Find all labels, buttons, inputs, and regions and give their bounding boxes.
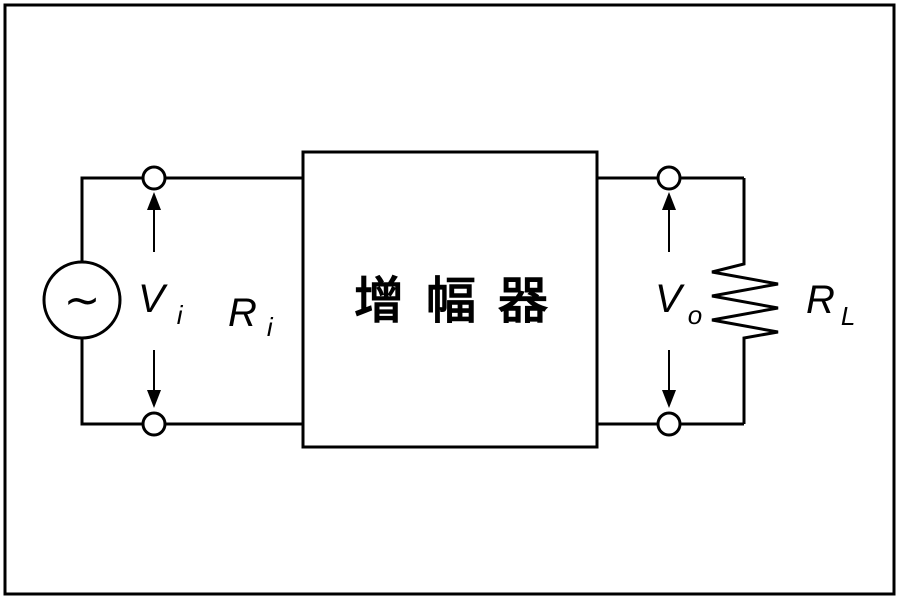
- input-resistance-symbol: R: [228, 291, 257, 335]
- load-resistance-symbol: R: [806, 278, 835, 322]
- ac-source-icon: [42, 260, 122, 340]
- input-voltage-symbol: V: [138, 277, 168, 321]
- output-terminal-bottom: [656, 411, 682, 437]
- input-terminal-top: [141, 165, 167, 191]
- load-resistor-icon: [711, 178, 779, 424]
- load-resistance-subscript: L: [841, 301, 855, 331]
- outer-frame: [3, 3, 896, 596]
- ac-source-symbol: ~: [64, 275, 101, 326]
- input-resistance-subscript: i: [267, 312, 274, 342]
- input-voltage-subscript: i: [177, 300, 184, 330]
- input-top-wire: [80, 176, 303, 262]
- output-voltage-arrow-down: [662, 350, 676, 408]
- load-resistance-label: R L: [806, 278, 855, 331]
- output-voltage-symbol: V: [655, 277, 685, 321]
- amplifier-block: [301, 150, 599, 449]
- input-voltage-arrow-down: [147, 350, 161, 408]
- output-voltage-label: V o: [655, 277, 702, 330]
- output-voltage-arrow-up: [662, 192, 676, 252]
- input-bottom-wire: [80, 338, 303, 426]
- input-terminal-bottom: [141, 411, 167, 437]
- input-voltage-arrow-up: [147, 192, 161, 252]
- amplifier-label: 增幅器: [354, 272, 570, 330]
- output-terminal-top: [656, 165, 682, 191]
- output-voltage-subscript: o: [688, 300, 702, 330]
- input-resistance-label: R i: [228, 291, 274, 342]
- input-voltage-label: V i: [138, 277, 184, 330]
